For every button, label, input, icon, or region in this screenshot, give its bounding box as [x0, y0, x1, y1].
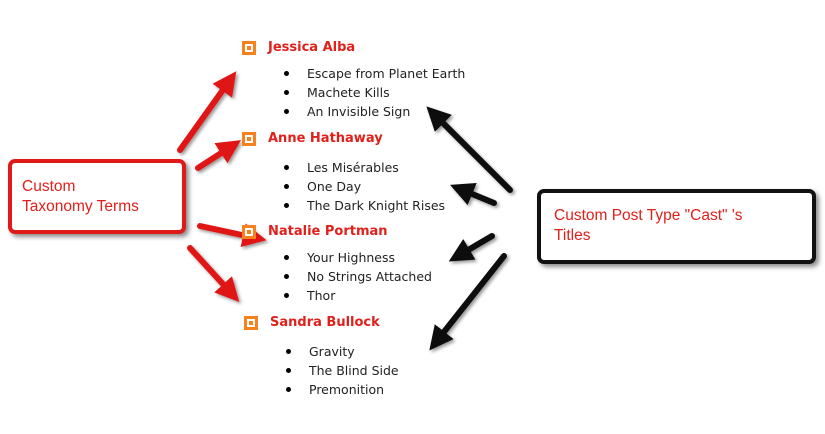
title-item: Your Highness — [284, 248, 432, 267]
taxonomy-callout-line2: Taxonomy Terms — [22, 198, 139, 215]
arrow-to-anne-titles — [450, 182, 497, 206]
title-item: Machete Kills — [284, 83, 465, 102]
title-item: One Day — [284, 177, 445, 196]
title-item: Thor — [284, 286, 432, 305]
title-item: No Strings Attached — [284, 267, 432, 286]
post-type-callout-line1: Custom Post Type "Cast" 's — [554, 207, 743, 224]
title-item: An Invisible Sign — [284, 102, 465, 121]
taxonomy-callout-line1: Custom — [22, 178, 76, 195]
arrow-to-natalie-titles — [448, 233, 495, 262]
arrow-to-jessica-alba — [177, 71, 237, 153]
term-bullet-icon — [242, 40, 256, 55]
title-item: The Blind Side — [286, 361, 399, 380]
term-label: Sandra Bullock — [270, 315, 380, 330]
term-natalie-portman: Natalie Portman — [242, 224, 388, 239]
post-type-callout-line2: Titles — [554, 227, 591, 244]
term-anne-hathaway: Anne Hathaway — [242, 131, 383, 146]
term-label: Jessica Alba — [268, 40, 356, 55]
term-bullet-icon — [242, 131, 256, 146]
post-type-titles-callout: Custom Post Type "Cast" 's Titles — [537, 189, 816, 264]
titles-list-anne-hathaway: Les Misérables One Day The Dark Knight R… — [284, 158, 445, 215]
titles-list-natalie-portman: Your Highness No Strings Attached Thor — [284, 248, 432, 305]
term-label: Natalie Portman — [268, 224, 388, 239]
term-jessica-alba: Jessica Alba — [242, 40, 355, 55]
title-item: Gravity — [286, 342, 399, 361]
term-bullet-icon — [242, 224, 256, 239]
arrow-to-anne-hathaway — [195, 140, 242, 171]
title-item: The Dark Knight Rises — [284, 196, 445, 215]
title-item: Premonition — [286, 380, 399, 399]
term-sandra-bullock: Sandra Bullock — [244, 315, 380, 330]
arrow-to-sandra-titles — [429, 253, 507, 351]
titles-list-sandra-bullock: Gravity The Blind Side Premonition — [286, 342, 399, 399]
titles-list-jessica-alba: Escape from Planet Earth Machete Kills A… — [284, 64, 465, 121]
arrow-to-jessica-titles — [426, 106, 513, 193]
term-label: Anne Hathaway — [268, 131, 383, 146]
arrow-to-sandra-bullock — [187, 245, 240, 302]
title-item: Escape from Planet Earth — [284, 64, 465, 83]
title-item: Les Misérables — [284, 158, 445, 177]
taxonomy-terms-callout: Custom Taxonomy Terms — [8, 159, 186, 234]
term-bullet-icon — [244, 315, 258, 330]
